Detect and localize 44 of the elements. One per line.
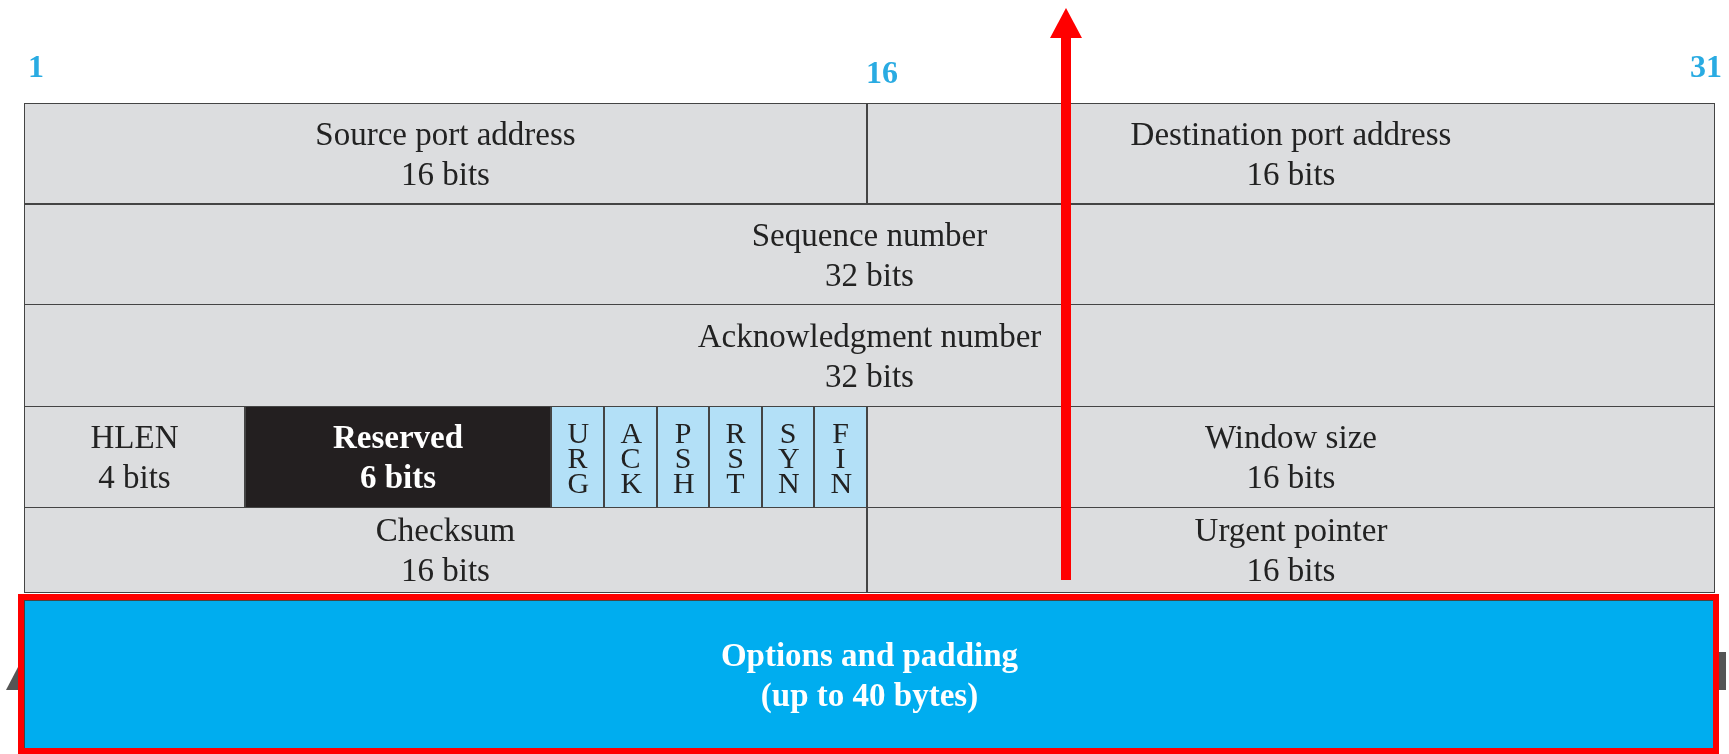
field-size: 16 bits — [401, 154, 490, 194]
field-size: (up to 40 bytes) — [760, 676, 979, 715]
field-size: 16 bits — [1246, 458, 1336, 497]
header-field — [867, 103, 1715, 204]
field-name: Options and padding — [720, 636, 1019, 675]
field-size: 6 bits — [359, 458, 437, 497]
header-field — [867, 507, 1715, 593]
field-name: HLEN — [90, 418, 179, 457]
flag-cell — [814, 406, 867, 508]
header-field — [867, 406, 1715, 508]
field-name: Acknowledgment number — [697, 316, 1042, 356]
header-field — [24, 304, 1715, 407]
field-name: Reserved — [332, 418, 464, 457]
field-size: 32 bits — [825, 255, 914, 295]
header-field — [24, 204, 1715, 305]
flag-name: RST — [725, 419, 746, 495]
bit-number: 16 — [866, 54, 898, 91]
bit-number: 31 — [1690, 48, 1722, 85]
flag-name: FIN — [830, 419, 851, 495]
field-size: 4 bits — [98, 458, 171, 497]
flag-cell — [657, 406, 709, 508]
flag-name: SYN — [778, 419, 798, 495]
flag-cell — [762, 406, 814, 508]
field-size: 16 bits — [1246, 154, 1336, 194]
field-size: 16 bits — [1246, 551, 1336, 590]
flag-cell — [551, 406, 604, 508]
field-size: 32 bits — [825, 356, 914, 396]
header-field — [24, 103, 867, 204]
flag-name: URG — [567, 419, 588, 495]
flag-name: PSH — [673, 419, 693, 495]
field-name: Source port address — [315, 114, 576, 154]
field-name: Window size — [1205, 418, 1377, 457]
field-name: Checksum — [375, 511, 516, 550]
flag-cell — [709, 406, 762, 508]
flag-cell — [604, 406, 657, 508]
field-name: Destination port address — [1130, 114, 1452, 154]
header-field — [24, 507, 867, 593]
header-field — [24, 406, 245, 508]
field-name: Sequence number — [751, 215, 988, 255]
header-field — [245, 406, 551, 508]
field-size: 16 bits — [401, 551, 490, 590]
field-name: Urgent pointer — [1194, 511, 1388, 550]
bit-number: 1 — [28, 48, 44, 85]
flag-name: ACK — [620, 419, 641, 495]
